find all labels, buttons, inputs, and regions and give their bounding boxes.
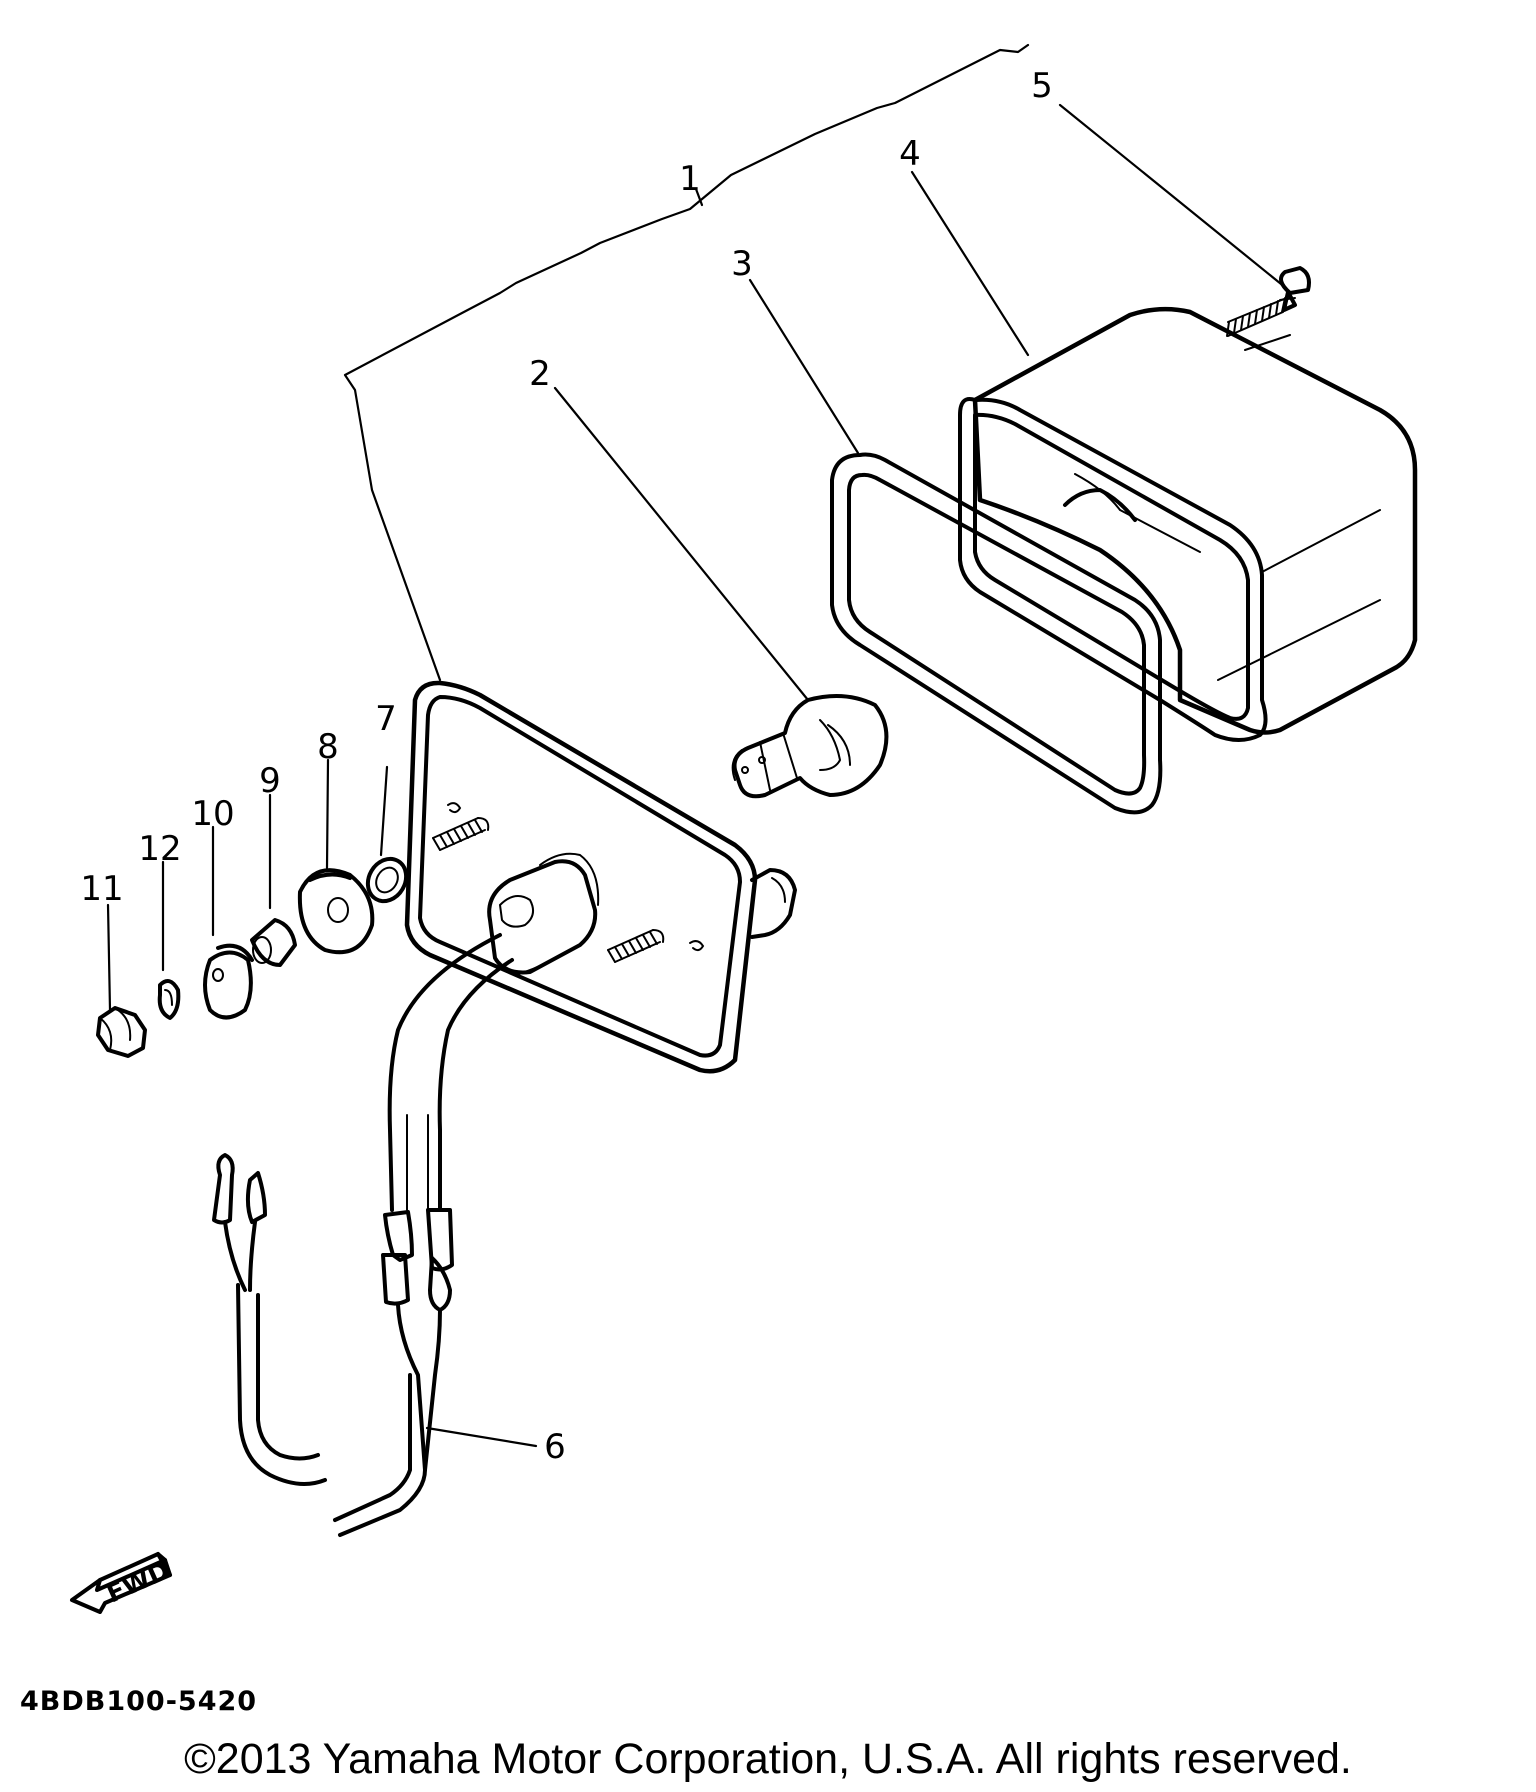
hardware-washer-10 xyxy=(203,943,254,1020)
leader-lines xyxy=(106,43,1288,1448)
callout-labels: 1 2 3 4 5 6 7 8 9 10 11 12 xyxy=(80,66,1052,1467)
callout-10: 10 xyxy=(191,794,234,834)
callout-9: 9 xyxy=(259,761,281,801)
callout-8: 8 xyxy=(317,727,339,767)
wiring-harness xyxy=(212,933,514,1537)
callout-7: 7 xyxy=(375,699,397,739)
callout-4: 4 xyxy=(899,134,921,174)
bulb xyxy=(731,694,889,799)
hardware-nut-11 xyxy=(96,1006,147,1058)
hardware-washer-7 xyxy=(365,856,409,904)
hardware-collar-9 xyxy=(250,918,297,967)
hardware-lockwasher-12 xyxy=(157,979,181,1020)
screw xyxy=(1226,266,1311,337)
diagram-code: 4BDB100-5420 xyxy=(20,1686,257,1717)
callout-6: 6 xyxy=(544,1427,566,1467)
gasket xyxy=(830,452,1163,815)
callout-5: 5 xyxy=(1031,66,1053,106)
lens-housing xyxy=(958,306,1418,742)
callout-3: 3 xyxy=(731,244,753,284)
callout-11: 11 xyxy=(80,869,123,909)
callout-12: 12 xyxy=(138,829,181,869)
callout-2: 2 xyxy=(529,354,551,394)
taillight-base xyxy=(404,680,797,1074)
hardware-grommet-8 xyxy=(297,868,375,955)
copyright-notice: ©2013 Yamaha Motor Corporation, U.S.A. A… xyxy=(184,1735,1352,1783)
callout-1: 1 xyxy=(679,159,701,199)
fwd-arrow-icon xyxy=(70,1552,172,1614)
